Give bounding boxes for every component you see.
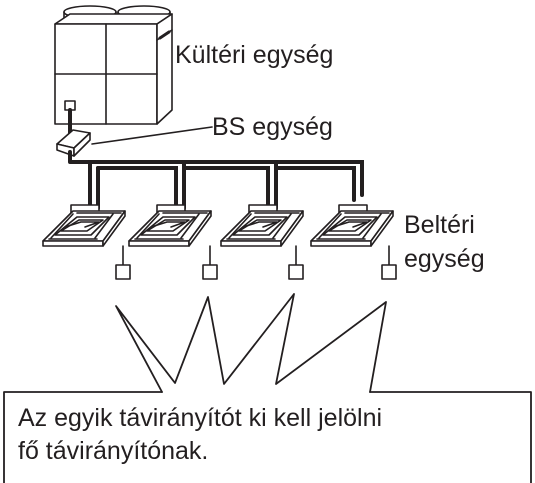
callout-text: Az egyik távirányítót ki kell jelölni fő…: [18, 402, 382, 468]
remote-controller-4: [381, 245, 397, 280]
indoor-unit-3: [220, 204, 304, 247]
callout-box: [3, 293, 532, 483]
outdoor-unit-icon: [54, 5, 173, 125]
indoor-unit-label-line2: egység: [404, 245, 485, 273]
remote-controller-1: [115, 245, 131, 280]
indoor-unit-4: [310, 204, 394, 247]
callout-line2: fő távirányítónak.: [18, 437, 209, 465]
indoor-unit-label: Beltéri egység: [404, 210, 485, 274]
bs-unit-leader-line: [91, 126, 213, 145]
bs-unit-label: BS egység: [212, 113, 333, 141]
remote-controller-3: [288, 245, 304, 280]
bs-unit-icon: [56, 129, 91, 157]
indoor-unit-2: [128, 204, 212, 247]
indoor-unit-1: [42, 204, 126, 247]
refrigerant-pipe: [68, 150, 94, 164]
remote-controller-2: [202, 245, 218, 280]
indoor-unit-label-line1: Beltéri: [404, 211, 475, 239]
outdoor-unit-label: Kültéri egység: [175, 41, 334, 69]
indoor-pipe-network: [88, 160, 364, 210]
callout-line1: Az egyik távirányítót ki kell jelölni: [18, 404, 383, 432]
